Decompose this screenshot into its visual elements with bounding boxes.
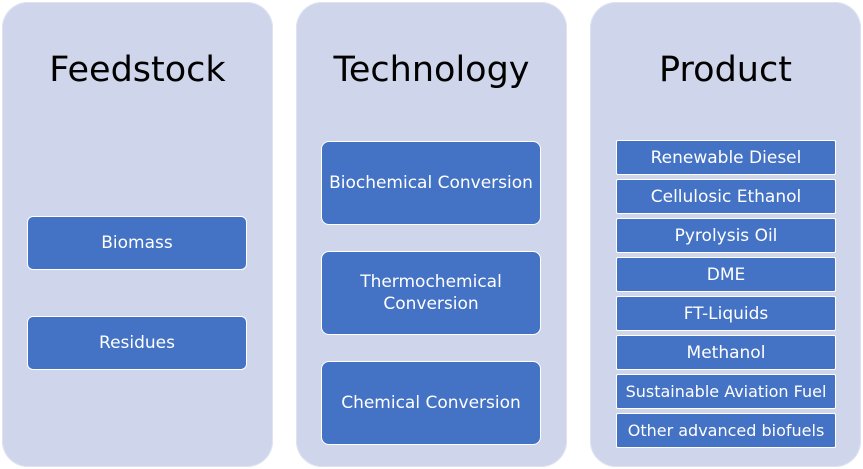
feedstock-item-biomass: Biomass [27, 216, 247, 270]
feedstock-item-residues: Residues [27, 316, 247, 370]
feedstock-title: Feedstock [49, 50, 226, 90]
technology-item-label: Chemical Conversion [341, 393, 521, 413]
technology-item-label: Thermochemical Conversion [360, 272, 502, 314]
feedstock-column: Feedstock Biomass Residues [2, 2, 273, 467]
product-item-sustainable-aviation-fuel: Sustainable Aviation Fuel [616, 374, 836, 409]
product-item-dme: DME [616, 257, 836, 292]
product-item-label: Other advanced biofuels [627, 420, 825, 440]
product-item-label: Renewable Diesel [650, 147, 802, 168]
product-item-label: Methanol [686, 342, 766, 363]
feedstock-item-label: Residues [99, 333, 175, 353]
technology-item-thermochemical: Thermochemical Conversion [321, 251, 541, 335]
product-item-label: Pyrolysis Oil [674, 225, 778, 246]
product-column: Product Renewable Diesel Cellulosic Etha… [590, 2, 861, 467]
product-item-methanol: Methanol [616, 335, 836, 370]
technology-item-label: Biochemical Conversion [329, 173, 533, 193]
product-item-cellulosic-ethanol: Cellulosic Ethanol [616, 179, 836, 214]
product-title: Product [659, 50, 792, 90]
product-item-label: Cellulosic Ethanol [650, 186, 802, 207]
product-item-label: DME [706, 264, 746, 285]
product-item-renewable-diesel: Renewable Diesel [616, 140, 836, 175]
product-item-label: FT-Liquids [683, 303, 769, 324]
product-item-other-advanced-biofuels: Other advanced biofuels [616, 413, 836, 448]
product-item-label: Sustainable Aviation Fuel [625, 381, 827, 401]
technology-item-biochemical: Biochemical Conversion [321, 141, 541, 225]
technology-column: Technology Biochemical Conversion Thermo… [296, 2, 567, 467]
technology-item-chemical: Chemical Conversion [321, 361, 541, 445]
product-item-ft-liquids: FT-Liquids [616, 296, 836, 331]
technology-title: Technology [333, 50, 530, 90]
product-item-pyrolysis-oil: Pyrolysis Oil [616, 218, 836, 253]
feedstock-item-label: Biomass [101, 233, 173, 253]
